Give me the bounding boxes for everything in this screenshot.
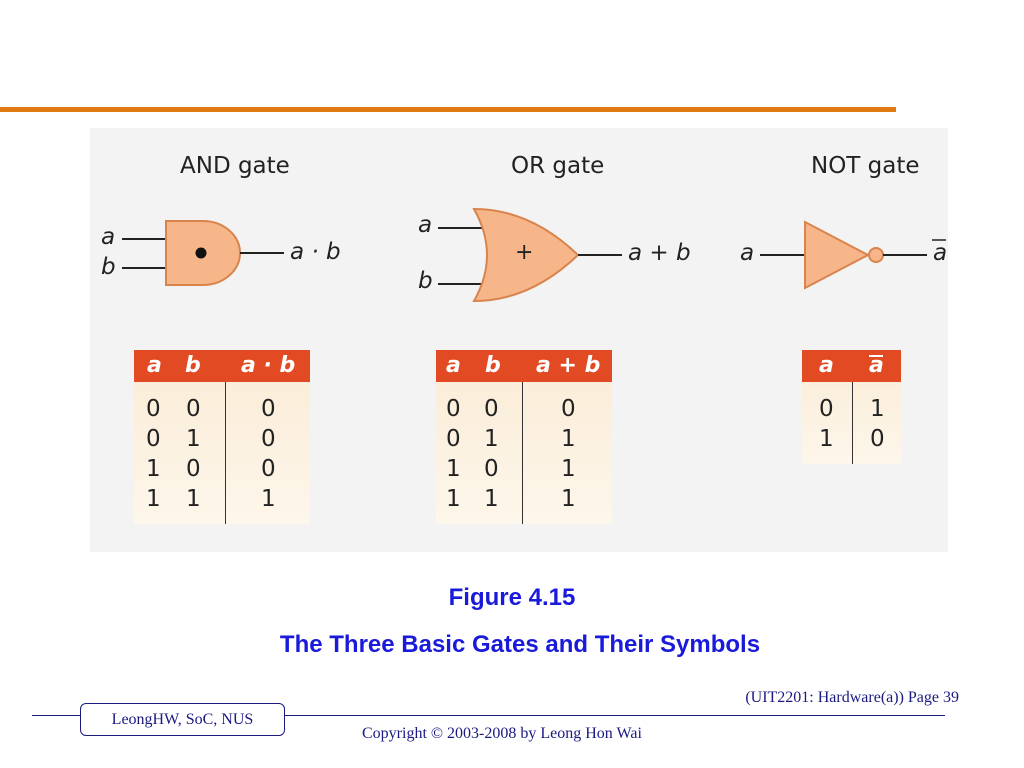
column-divider — [225, 382, 226, 524]
table-cell: 0 — [146, 426, 161, 452]
figure-number: Figure 4.15 — [448, 584, 576, 611]
and-input-a-label: a — [101, 224, 116, 250]
table-header — [436, 350, 612, 382]
not-gate-body — [804, 220, 871, 290]
and-dot-icon — [195, 247, 207, 259]
table-cell: 1 — [561, 426, 576, 452]
header-overbar — [869, 355, 883, 357]
header-a: a — [147, 353, 162, 378]
table-cell: 0 — [561, 396, 576, 422]
table-cell: 0 — [261, 456, 276, 482]
table-cell: 0 — [261, 396, 276, 422]
header-output: a · b — [241, 353, 296, 378]
not-gate-title: NOT gate — [811, 153, 920, 179]
or-input-a-label: a — [418, 212, 433, 238]
table-cell: 0 — [186, 456, 201, 482]
copyright-notice: Copyright © 2003-2008 by Leong Hon Wai — [362, 725, 642, 742]
table-cell: 1 — [561, 486, 576, 512]
table-cell: 0 — [870, 426, 885, 452]
table-cell: 0 — [446, 426, 461, 452]
header-output: a + b — [536, 353, 601, 378]
table-cell: 0 — [261, 426, 276, 452]
header-b: b — [185, 353, 201, 378]
table-cell: 1 — [870, 396, 885, 422]
and-input-b-label: b — [101, 254, 116, 280]
table-cell: 1 — [446, 486, 461, 512]
table-header — [134, 350, 310, 382]
table-cell: 1 — [446, 456, 461, 482]
table-cell: 0 — [186, 396, 201, 422]
table-cell: 1 — [484, 486, 499, 512]
footer-rule — [32, 715, 945, 716]
figure-caption: The Three Basic Gates and Their Symbols — [279, 631, 761, 658]
not-input-label: a — [740, 240, 755, 266]
header-a: a — [819, 353, 834, 378]
table-cell: 1 — [561, 456, 576, 482]
table-cell: 0 — [819, 396, 834, 422]
table-cell: 0 — [484, 396, 499, 422]
or-gate-symbol — [438, 207, 622, 303]
and-truth-table: a b a · b 0 0 0 0 1 0 1 0 0 1 1 1 — [134, 350, 310, 524]
table-cell: 1 — [186, 486, 201, 512]
and-gate-symbol — [122, 220, 284, 286]
table-cell: 0 — [446, 396, 461, 422]
not-gate-symbol — [760, 220, 927, 290]
or-output-label: a + b — [628, 240, 691, 266]
header-b: b — [485, 353, 501, 378]
and-output-label: a · b — [290, 239, 341, 265]
author-box: LeongHW, SoC, NUS — [80, 703, 285, 736]
table-cell: 1 — [484, 426, 499, 452]
not-truth-table: a a 0 1 1 0 — [802, 350, 901, 464]
not-bubble-icon — [868, 247, 884, 263]
header-a: a — [446, 353, 461, 378]
table-cell: 1 — [261, 486, 276, 512]
not-output-label: a — [933, 240, 948, 266]
or-plus-symbol: + — [515, 240, 534, 265]
header-not-a: a — [869, 353, 884, 378]
table-cell: 1 — [819, 426, 834, 452]
table-header — [802, 350, 901, 382]
or-truth-table: a b a + b 0 0 0 0 1 1 1 0 1 1 1 1 — [436, 350, 612, 524]
page-reference: (UIT2201: Hardware(a)) Page 39 — [745, 689, 959, 706]
column-divider — [522, 382, 523, 524]
or-input-b-label: b — [418, 268, 433, 294]
or-gate-body — [472, 207, 580, 303]
column-divider — [852, 382, 853, 464]
table-cell: 1 — [146, 456, 161, 482]
table-cell: 1 — [186, 426, 201, 452]
or-gate-title: OR gate — [511, 153, 605, 179]
table-cell: 1 — [146, 486, 161, 512]
header-rule — [0, 107, 896, 112]
table-cell: 0 — [484, 456, 499, 482]
and-gate-title: AND gate — [180, 153, 290, 179]
table-cell: 0 — [146, 396, 161, 422]
